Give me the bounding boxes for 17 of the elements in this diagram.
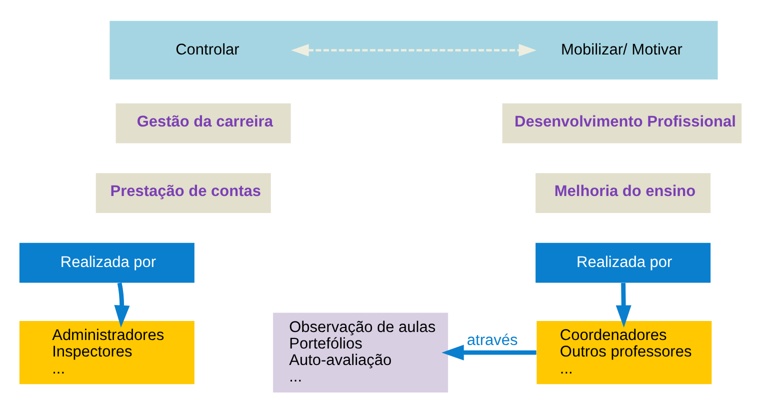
node-text: Controlar — [176, 41, 240, 58]
arrow — [291, 44, 537, 56]
node-box: Prestação de contas — [96, 173, 271, 214]
node-box: Desenvolvimento Profissional — [502, 103, 742, 144]
node-text: Mobilizar/ Motivar — [561, 41, 682, 58]
arrow — [616, 282, 632, 328]
node-box: Realizada por — [19, 242, 194, 283]
node-box: Observação de aulas Portefólios Auto-avaliação ... — [273, 312, 448, 392]
arrow — [442, 344, 536, 360]
edge-label: através — [466, 332, 518, 350]
node-box: Gestão da carreira — [116, 103, 291, 144]
node-box: Administradores Inspectores ... — [19, 321, 194, 384]
node-box: Coordenadores Outros professores ... — [536, 321, 712, 384]
node-box: Melhoria do ensino — [536, 173, 711, 214]
arrow — [114, 282, 130, 328]
cluster — [110, 20, 718, 80]
node-box: Realizada por — [536, 242, 711, 283]
